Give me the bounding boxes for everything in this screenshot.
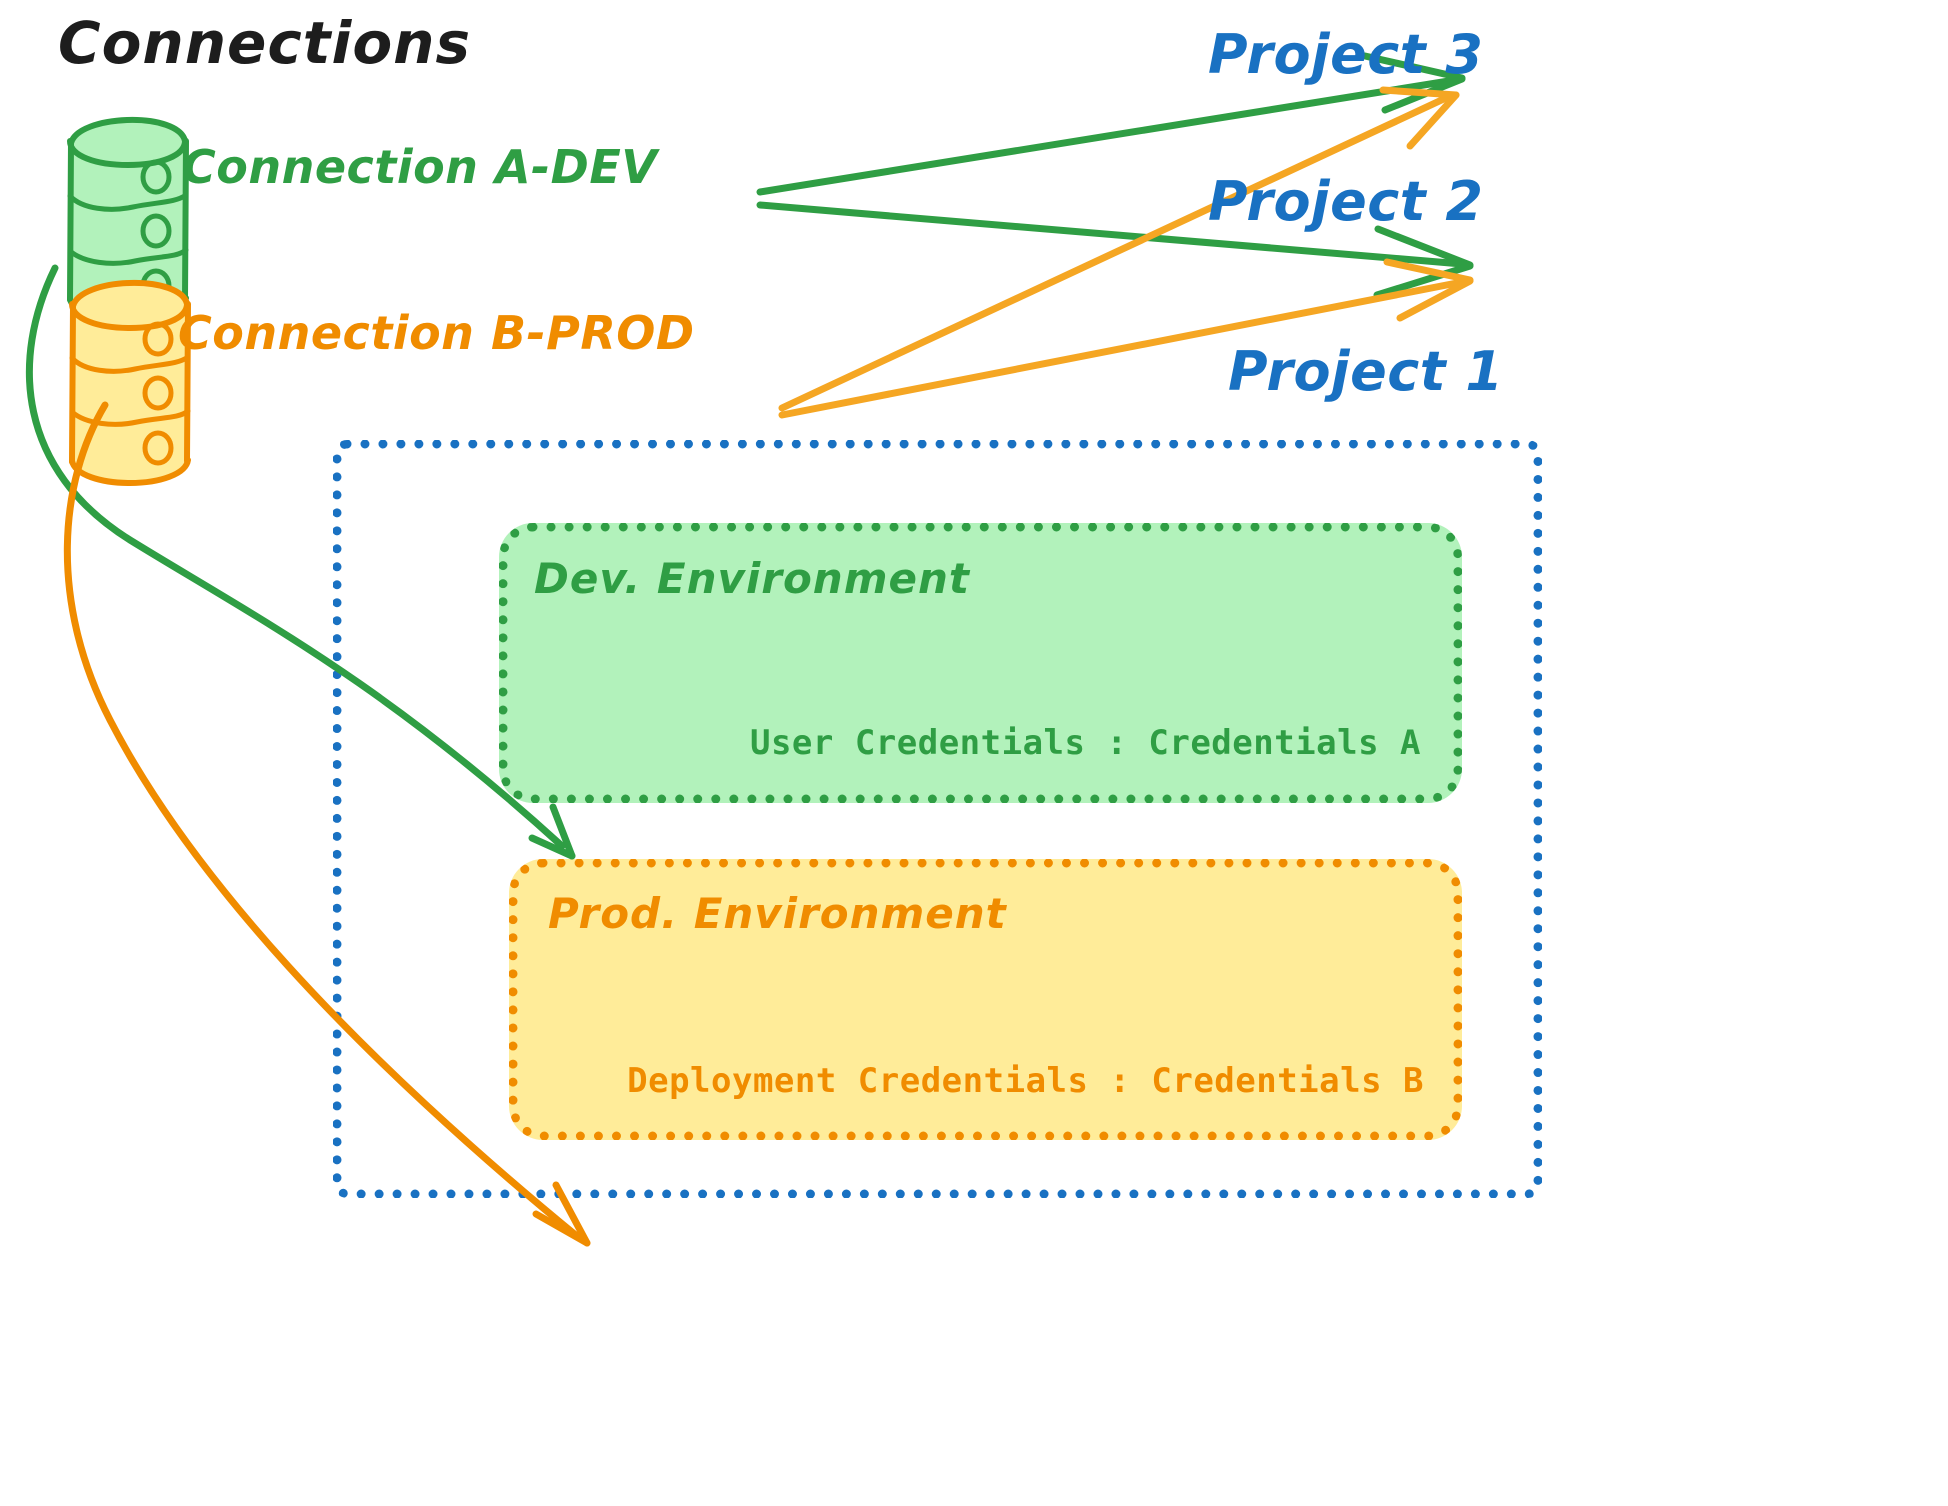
connection-a-dev-label[interactable]: Connection A-DEV <box>182 140 658 194</box>
edge-a-dev-to-dev-environment <box>25 264 576 860</box>
dev-environment-credentials: User Credentials : Credentials A <box>749 723 1421 763</box>
prod-environment-credentials: Deployment Credentials : Credentials B <box>627 1061 1424 1101</box>
edge-b-prod-to-project-2 <box>778 258 1474 419</box>
edge-a-dev-to-project-2 <box>756 201 1474 299</box>
project-1-container <box>333 440 1542 1198</box>
project-3-label[interactable]: Project 3 <box>1208 23 1484 86</box>
prod-environment-title: Prod. Environment <box>548 889 1007 938</box>
connection-b-prod-label[interactable]: Connection B-PROD <box>178 306 695 360</box>
database-icon-b-prod[interactable] <box>69 279 191 487</box>
edge-b-prod-to-prod-environment <box>63 401 591 1247</box>
project-1-label[interactable]: Project 1 <box>1228 340 1504 403</box>
page-title: Connections <box>58 9 471 77</box>
prod-environment-box <box>509 859 1462 1140</box>
edge-b-prod-to-project-3 <box>778 86 1460 412</box>
database-icon-a-dev[interactable] <box>67 116 189 325</box>
project-2-label[interactable]: Project 2 <box>1208 170 1484 233</box>
dev-environment-box <box>499 523 1462 803</box>
dev-environment-title: Dev. Environment <box>534 554 970 603</box>
